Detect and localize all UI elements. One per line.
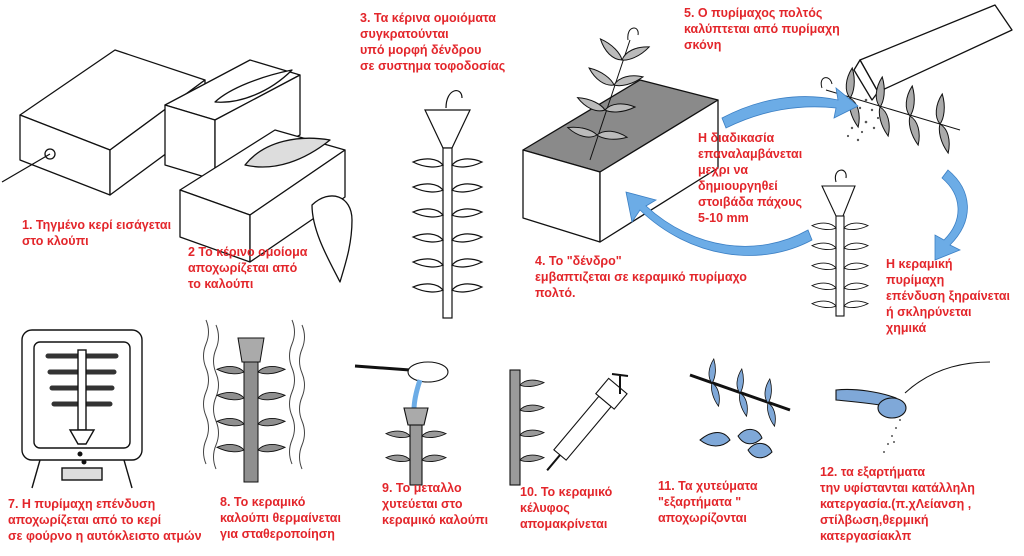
shell-removal-illustration <box>509 369 629 486</box>
separated-parts-illustration <box>689 358 791 459</box>
step-9-label: 9. Το μεταλλο χυτεύεται στο κεραμικό καλ… <box>382 481 489 527</box>
wax-tree-illustration <box>412 90 483 319</box>
finishing-illustration <box>835 361 991 453</box>
pouring-metal-illustration <box>354 361 449 486</box>
stucco-tree-illustration <box>820 66 961 155</box>
step-11-label: 11. Τα χυτεύματα "εξαρτήματα " αποχωρίζο… <box>658 479 758 525</box>
open-mold-illustration <box>164 59 353 283</box>
coated-tree-illustration <box>811 169 869 317</box>
dewax-furnace-illustration <box>21 329 143 489</box>
step-10-label: 10. Το κεραμικό κέλυφος απομακρίνεται <box>520 485 613 531</box>
step-5-label: 5. Ο πυρίμαχος πολτός καλύπτεται από πυρ… <box>684 6 840 52</box>
step-12-label: 12. τα εξαρτήματα την υφίστανται κατάλλη… <box>820 465 975 543</box>
step-4-label: 4. Το "δένδρο" εμβαπτιζεται σε κεραμικό … <box>535 254 747 300</box>
step-3-label: 3. Τα κέρινα ομοιόματα συγκρατούνται υπό… <box>360 11 506 73</box>
repeat-note-label: Η διαδικασία επαναλαμβάνεται μεχρι να δη… <box>698 131 803 225</box>
heated-shell-illustration <box>203 319 305 483</box>
step-6-label: Η κεραμική πυρίμαχη επένδυση ξηραίνεται … <box>886 257 1010 335</box>
step-7-label: 7. Η πυρίμαχη επένδυση αποχωρίζεται από … <box>8 497 202 543</box>
step-2-label: 2 Το κέρινο ομοίομα αποχωρίζεται από το … <box>188 245 308 291</box>
step-1-label: 1. Τηγμένο κερί εισάγεται στο κλούπι <box>22 218 172 248</box>
dipped-tree-illustration <box>566 27 652 161</box>
step-8-label: 8. Το κεραμικό καλούπι θερμαίνεται για σ… <box>220 495 341 541</box>
cycle-arrows <box>625 87 968 261</box>
stucco-chute-illustration <box>846 4 1013 142</box>
